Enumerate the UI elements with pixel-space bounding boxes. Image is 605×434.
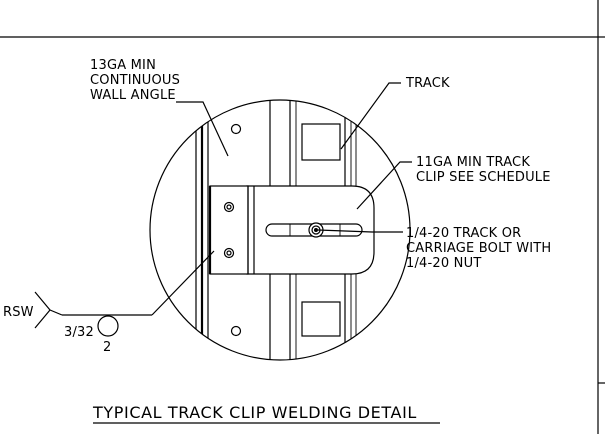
leader-bolt [317, 229, 403, 233]
leader-wall-angle [176, 101, 229, 157]
detail-title-text: TYPICAL TRACK CLIP WELDING DETAIL [92, 403, 417, 422]
weld-size-label: 3/32 [64, 325, 94, 340]
angle-flange-plate [208, 185, 255, 275]
track-label: TRACK [405, 76, 450, 91]
weld-symbol [34, 250, 215, 337]
track-clip-label: 11GA MIN TRACK CLIP SEE SCHEDULE [416, 155, 551, 185]
leader-track [340, 82, 401, 150]
wall-angle-hole-bottom [230, 325, 242, 337]
detail-title: TYPICAL TRACK CLIP WELDING DETAIL [92, 403, 440, 424]
wall-angle-label: 13GA MIN CONTINUOUS WALL ANGLE [90, 58, 184, 103]
bolt-label: 1/4-20 TRACK OR CARRIAGE BOLT WITH 1/4-2… [406, 226, 556, 271]
weld-length-label: 2 [103, 340, 111, 355]
wall-angle-hole-top [230, 123, 242, 135]
weld-process-label: RSW [3, 305, 34, 320]
leader-track-clip [356, 161, 412, 210]
detail-circle [149, 99, 411, 361]
